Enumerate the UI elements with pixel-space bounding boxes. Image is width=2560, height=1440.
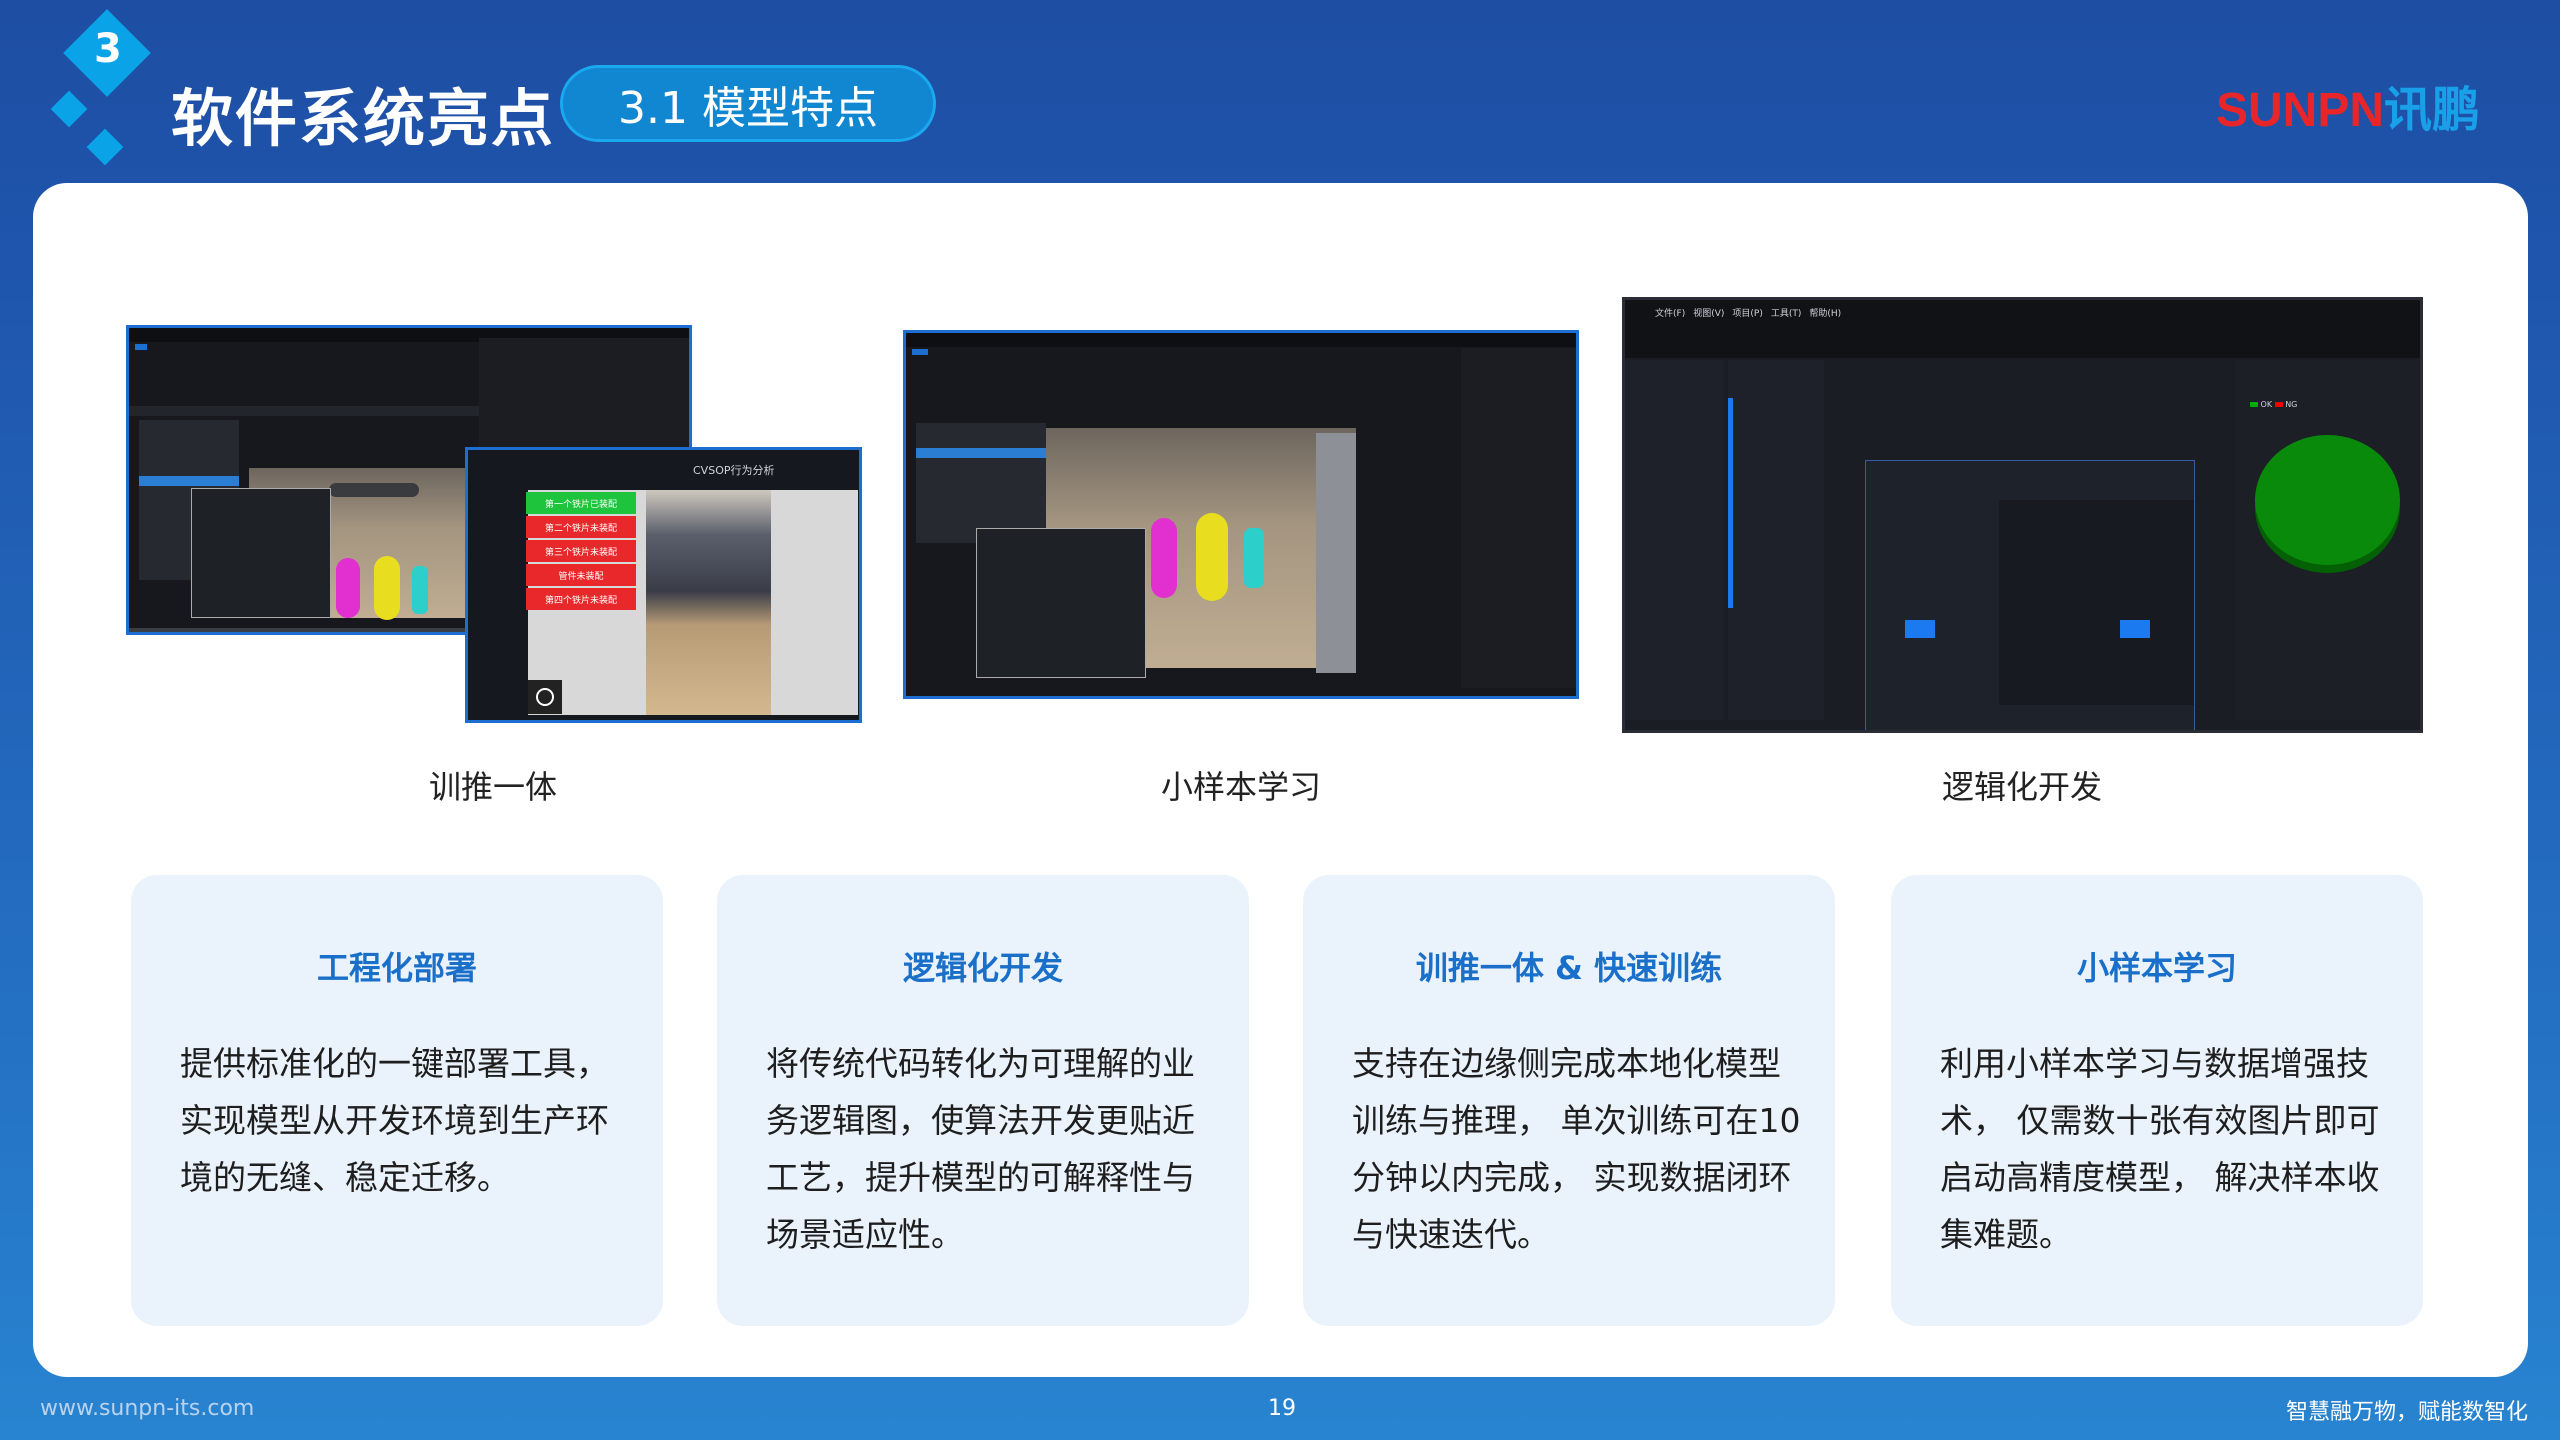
status-item: 第四个铁片未装配 <box>526 588 636 610</box>
card-title: 小样本学习 <box>2076 949 2237 987</box>
card-text: 术， 仅需数十张有效图片即可 <box>1940 1101 2380 1140</box>
screenshot-few-shot-learning <box>903 330 1579 699</box>
card-text: 场景适应性。 <box>766 1215 964 1254</box>
feature-card-few-shot: 小样本学习 利用小样本学习与数据增强技术， 仅需数十张有效图片即可启动高精度模型… <box>1891 875 2423 1326</box>
legend-ng: NG <box>2285 400 2298 409</box>
card-text: 利用小样本学习与数据增强技 <box>1940 1044 2369 1083</box>
menu-project: 项目(P) <box>1732 309 1763 319</box>
status-item: 第二个铁片未装配 <box>526 516 636 538</box>
logo: SUNPN讯鹏 <box>2216 84 2481 137</box>
feature-card-logic: 逻辑化开发 将传统代码转化为可理解的业务逻辑图，使算法开发更贴近工艺，提升模型的… <box>717 875 1249 1326</box>
status-item: 管件未装配 <box>526 564 636 586</box>
card-text: 启动高精度模型， 解决样本收 <box>1940 1158 2380 1197</box>
menu-help: 帮助(H) <box>1809 309 1842 319</box>
card-text: 分钟以内完成， 实现数据闭环 <box>1352 1158 1792 1197</box>
card-text: 境的无缝、稳定迁移。 <box>180 1158 510 1197</box>
card-title: 逻辑化开发 <box>902 949 1063 987</box>
overlay-title: CVSOP行为分析 <box>693 464 775 477</box>
decor-diamond <box>86 128 124 166</box>
card-title: 工程化部署 <box>316 949 477 987</box>
card-text: 集难题。 <box>1940 1215 2072 1254</box>
card-text: 将传统代码转化为可理解的业 <box>766 1044 1195 1083</box>
card-text: 支持在边缘侧完成本地化模型 <box>1352 1044 1781 1083</box>
caption-logic: 逻辑化开发 <box>1941 768 2103 806</box>
card-text: 提供标准化的一键部署工具， <box>180 1044 609 1083</box>
footer-url[interactable]: www.sunpn-its.com <box>40 1396 255 1421</box>
section-subtitle-pill: 3.1 模型特点 <box>560 65 936 142</box>
footer-slogan: 智慧融万物，赋能数智化 <box>2285 1400 2528 1425</box>
screenshot-logic-development: 文件(F) 视图(V) 项目(P) 工具(T) 帮助(H) OK NG <box>1622 297 2423 733</box>
page-title: 软件系统亮点 <box>171 82 556 155</box>
card-text: 工艺，提升模型的可解释性与 <box>766 1158 1195 1197</box>
card-text: 与快速迭代。 <box>1352 1215 1550 1254</box>
page-number: 19 <box>1268 1396 1296 1421</box>
screenshot-cvsop-analysis: CVSOP行为分析 第一个铁片已装配 第二个铁片未装配 第三个铁片未装配 管件未… <box>465 447 862 723</box>
caption-training: 训推一体 <box>428 768 558 806</box>
card-title: 训推一体 & 快速训练 <box>1415 949 1723 987</box>
card-text: 训练与推理， 单次训练可在10 <box>1352 1101 1801 1140</box>
caption-few-shot: 小样本学习 <box>1160 768 1322 806</box>
section-number: 3 <box>94 26 122 72</box>
menu-file: 文件(F) <box>1655 309 1686 319</box>
status-item: 第一个铁片已装配 <box>526 492 636 514</box>
card-text: 实现模型从开发环境到生产环 <box>180 1101 609 1140</box>
status-item: 第三个铁片未装配 <box>526 540 636 562</box>
menu-tools: 工具(T) <box>1770 309 1802 319</box>
card-text: 务逻辑图，使算法开发更贴近 <box>766 1101 1195 1140</box>
legend-ok: OK <box>2260 400 2273 409</box>
feature-card-deployment: 工程化部署 提供标准化的一键部署工具， 实现模型从开发环境到生产环境的无缝、稳定迁… <box>131 875 663 1326</box>
menu-view: 视图(V) <box>1693 309 1725 319</box>
decor-diamond <box>50 90 88 128</box>
feature-card-training: 训推一体 & 快速训练 支持在边缘侧完成本地化模型训练与推理， 单次训练可在10… <box>1303 875 1835 1326</box>
pie-chart <box>2255 435 2400 565</box>
